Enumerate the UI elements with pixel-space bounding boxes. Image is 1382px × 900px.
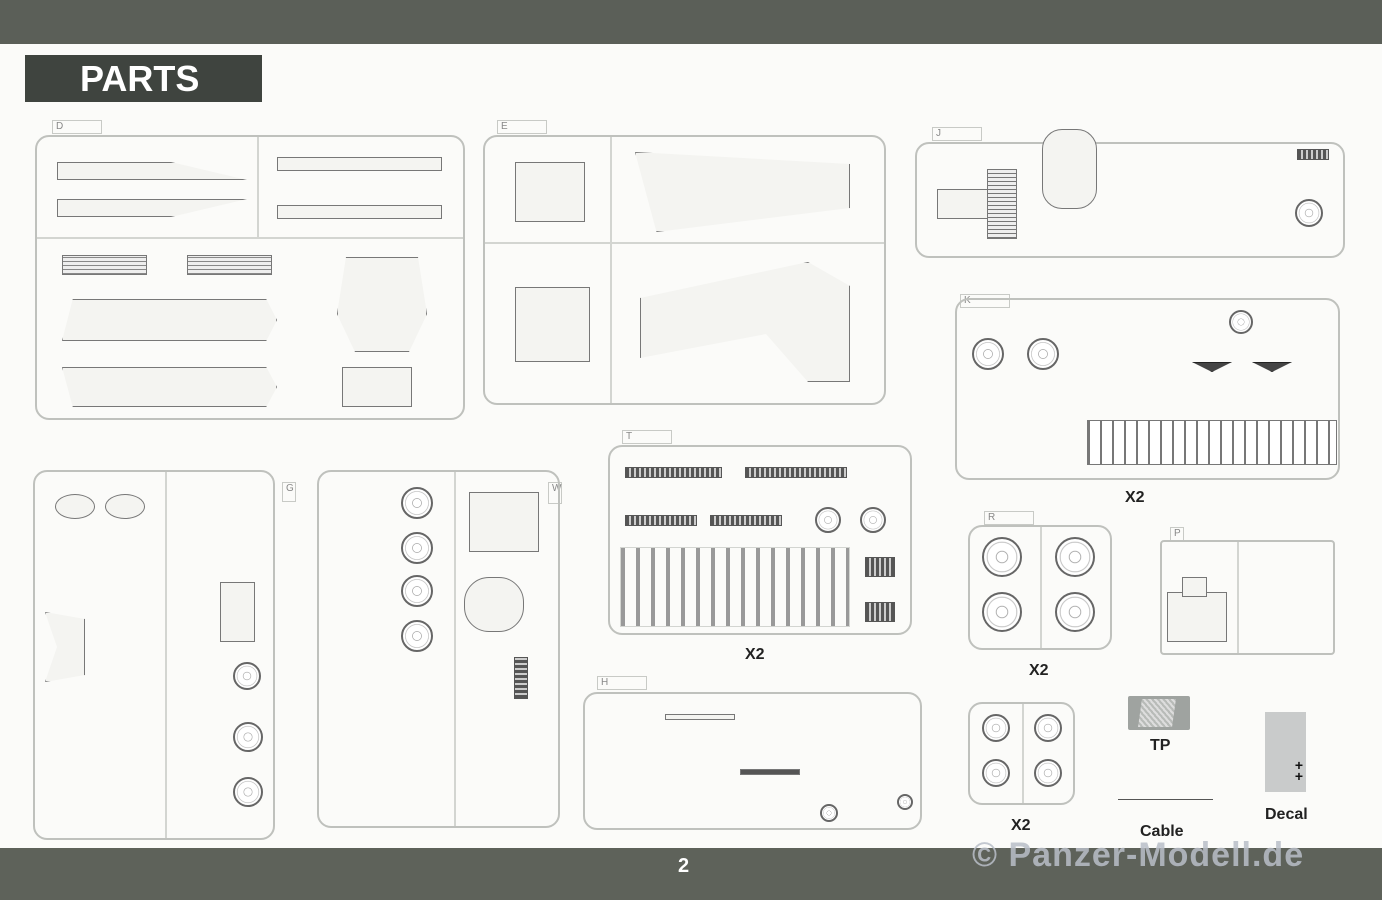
sprue-d xyxy=(35,135,465,420)
sprue-r xyxy=(968,525,1112,650)
sprue-d-tab: D xyxy=(52,120,102,134)
tp-photoetch-sheet xyxy=(1128,696,1190,730)
tp-label: TP xyxy=(1150,737,1171,754)
sprue-r-quantity: X2 xyxy=(1029,662,1049,679)
top-bar xyxy=(0,0,1382,44)
sprue-p-tab: P xyxy=(1170,527,1184,541)
sprue-w xyxy=(317,470,560,828)
sprue-r-tab: R xyxy=(984,511,1034,525)
sprue-e xyxy=(483,135,886,405)
wheel-sprue xyxy=(968,702,1075,805)
sprue-k xyxy=(955,298,1340,480)
sprue-g xyxy=(33,470,275,840)
cable-label: Cable xyxy=(1140,823,1184,840)
sprue-g-tab: G xyxy=(282,482,296,502)
sprue-h xyxy=(583,692,922,830)
sprue-h-tab: H xyxy=(597,676,647,690)
bottom-bar xyxy=(0,848,1382,900)
section-title: PARTS xyxy=(80,58,200,99)
sprue-t-quantity: X2 xyxy=(745,646,765,663)
watermark: © Panzer-Modell.de xyxy=(972,836,1305,874)
sprue-j-tab: J xyxy=(932,127,982,141)
decal-sheet: ++ xyxy=(1265,712,1306,792)
cable-line xyxy=(1118,799,1213,800)
sprue-t-tab: T xyxy=(622,430,672,444)
sprue-j xyxy=(915,129,1345,258)
sprue-e-tab: E xyxy=(497,120,547,134)
sprue-p xyxy=(1160,540,1335,655)
sprue-k-quantity: X2 xyxy=(1125,489,1145,506)
decal-label: Decal xyxy=(1265,806,1308,823)
page-number: 2 xyxy=(678,855,690,877)
section-title-box: PARTS xyxy=(25,55,262,102)
wheel-sprue-quantity: X2 xyxy=(1011,817,1031,834)
sprue-t xyxy=(608,445,912,635)
